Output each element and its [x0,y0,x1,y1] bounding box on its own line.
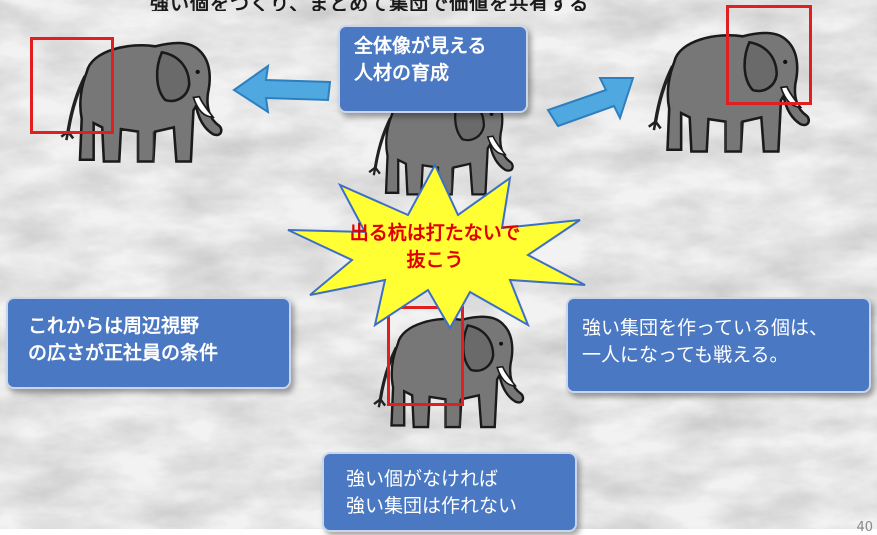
callout-right-line2: 一人になっても戦える。 [582,344,789,366]
arrow-left-icon [232,63,332,115]
callout-top-line1: 全体像が見える [354,35,487,57]
arrow-right-icon [546,77,635,128]
highlight-frame-tail [30,37,114,134]
callout-top: 全体像が見える 人材の育成 [338,25,528,113]
burst-text: 出る杭は打たないで 抜こう [290,220,580,274]
callout-bottom-line2: 強い集団は作れない [346,495,518,517]
starburst-shape [287,162,586,330]
callout-right: 強い集団を作っている個は、 一人になっても戦える。 [566,297,871,393]
burst-line1: 出る杭は打たないで [349,222,521,244]
burst-line2: 抜こう [406,249,464,271]
page-number: 40 [856,520,873,535]
callout-left-line1: これからは周辺視野 [28,315,200,337]
callout-left-line2: の広さが正社員の条件 [28,342,219,364]
callout-top-line2: 人材の育成 [354,62,450,84]
slide-title: 強い個をつくり、まとめて集団で価値を共有する [150,0,590,11]
highlight-frame-body [387,306,464,406]
callout-bottom: 強い個がなければ 強い集団は作れない [322,452,577,532]
highlight-frame-head [726,5,812,105]
callout-right-line1: 強い集団を作っている個は、 [582,317,829,339]
callout-left: これからは周辺視野 の広さが正社員の条件 [6,297,291,389]
callout-bottom-line1: 強い個がなければ [346,468,499,490]
